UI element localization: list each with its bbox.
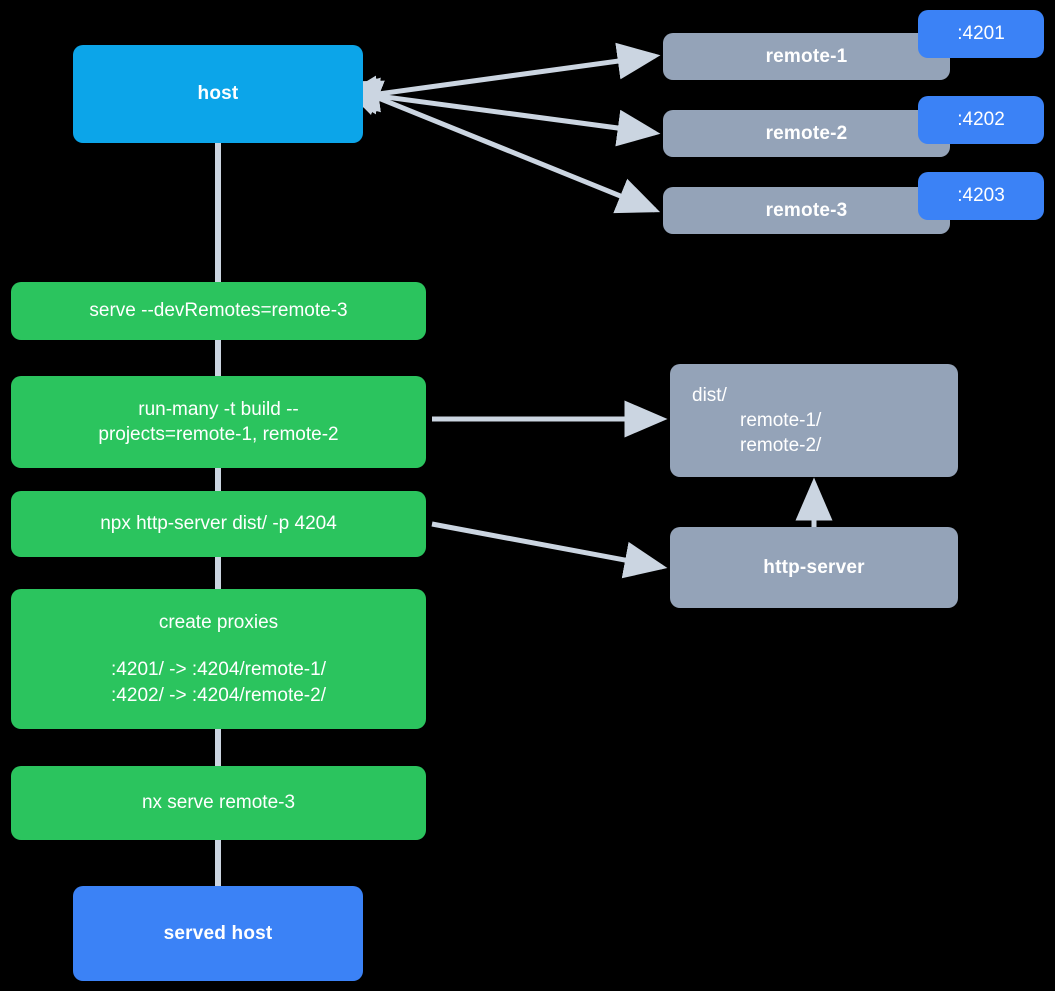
command-create-proxies-line-2: :4202/ -> :4204/remote-2/ [111,684,326,706]
node-command-nx-serve-remote-3[interactable]: nx serve remote-3 [11,766,426,840]
node-http-server[interactable]: http-server [670,527,958,608]
node-remote-2[interactable]: remote-2 [663,110,950,157]
node-remote-2-label: remote-2 [765,122,848,144]
dist-child-remote-2: remote-2/ [740,435,822,457]
port-badge-remote-2: :4202 [918,96,1044,144]
command-nx-serve-remote-3-line-1: nx serve remote-3 [141,792,296,814]
dist-child-remote-1: remote-1/ [740,409,822,431]
edge-host-remote-3 [338,80,661,214]
port-badge-remote-3-label: :4203 [957,185,1005,206]
command-npx-http-server-line-1: npx http-server dist/ -p 4204 [100,513,337,535]
command-create-proxies-title: create proxies [158,612,279,634]
node-command-create-proxies[interactable]: create proxies :4201/ -> :4204/remote-1/… [11,589,426,729]
command-serve-line-1: serve --devRemotes=remote-3 [89,300,348,322]
node-remote-3-label: remote-3 [765,199,848,221]
dist-root-label: dist/ [692,384,727,406]
port-badge-remote-2-label: :4202 [957,109,1005,130]
node-remote-3[interactable]: remote-3 [663,187,950,234]
node-served-host-label: served host [163,922,273,944]
node-host-label: host [197,83,239,105]
node-command-run-many[interactable]: run-many -t build -- projects=remote-1, … [11,376,426,468]
command-run-many-line-2: projects=remote-1, remote-2 [98,424,339,445]
command-create-proxies-line-1: :4201/ -> :4204/remote-1/ [111,659,326,681]
node-remote-1-label: remote-1 [765,45,848,67]
edge-host-remote-1 [335,42,661,113]
node-http-server-label: http-server [763,556,865,578]
node-command-serve[interactable]: serve --devRemotes=remote-3 [11,282,426,340]
node-dist-folder[interactable]: dist/ remote-1/ remote-2/ [670,364,958,477]
port-badge-remote-1: :4201 [918,10,1044,58]
node-remote-1[interactable]: remote-1 [663,33,950,80]
edge-host-remote-2 [335,77,661,147]
node-served-host[interactable]: served host [73,886,363,981]
command-run-many-line-1: run-many -t build -- [138,398,299,420]
port-badge-remote-1-label: :4201 [957,23,1005,44]
edge-npx-to-httpserver [431,521,668,579]
node-command-npx-http-server[interactable]: npx http-server dist/ -p 4204 [11,491,426,557]
node-host[interactable]: host [73,45,363,143]
port-badge-remote-3: :4203 [918,172,1044,220]
